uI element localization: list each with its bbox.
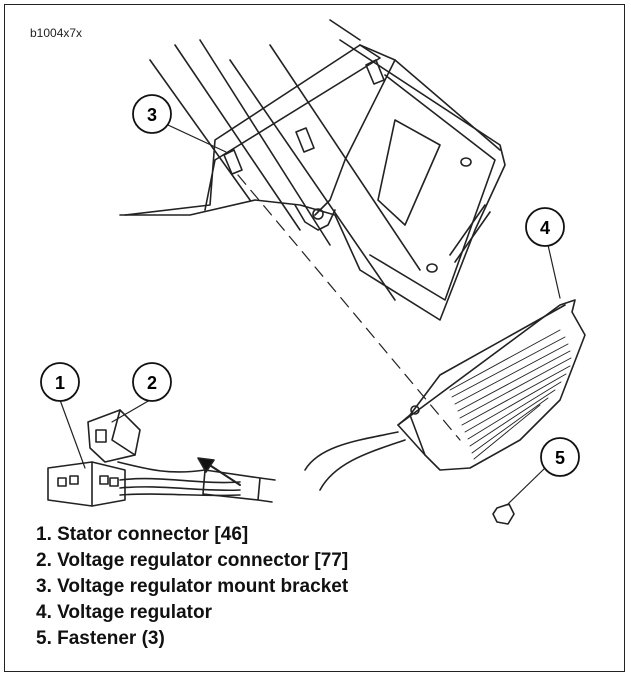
callout-4: 4 — [525, 207, 565, 247]
callout-3: 3 — [132, 94, 172, 134]
alignment-dashed-line — [237, 174, 461, 441]
leader-lines — [59, 124, 561, 505]
stator-connector — [47, 461, 126, 507]
callout-1: 1 — [40, 362, 80, 402]
frame-rails — [149, 19, 421, 301]
stud — [295, 127, 315, 153]
callout-5: 5 — [540, 437, 580, 477]
figure-id: b1004x7x — [30, 26, 83, 40]
callout-2: 2 — [132, 362, 172, 402]
voltage-regulator — [397, 299, 586, 471]
stud — [365, 59, 385, 85]
legend: 1. Stator connector [46] 2. Voltage regu… — [36, 522, 348, 652]
svg-text:1: 1 — [55, 373, 65, 393]
mount-bracket — [119, 39, 506, 321]
legend-item: 1. Stator connector [46] — [36, 524, 249, 545]
svg-text:2: 2 — [147, 373, 157, 393]
stud — [223, 149, 243, 175]
wiring-harness — [117, 461, 276, 503]
fastener — [492, 503, 515, 525]
pointer-arrowhead — [197, 457, 215, 473]
svg-text:5: 5 — [555, 448, 565, 468]
legend-item: 3. Voltage regulator mount bracket — [36, 576, 349, 597]
regulator-connector — [87, 409, 141, 463]
legend-item: 5. Fastener (3) — [36, 628, 165, 649]
svg-text:3: 3 — [147, 105, 157, 125]
legend-item: 2. Voltage regulator connector [77] — [36, 550, 349, 571]
regulator-cable — [304, 431, 406, 491]
svg-text:4: 4 — [540, 218, 550, 238]
legend-item: 4. Voltage regulator — [36, 602, 212, 623]
figure-frame — [4, 4, 625, 672]
